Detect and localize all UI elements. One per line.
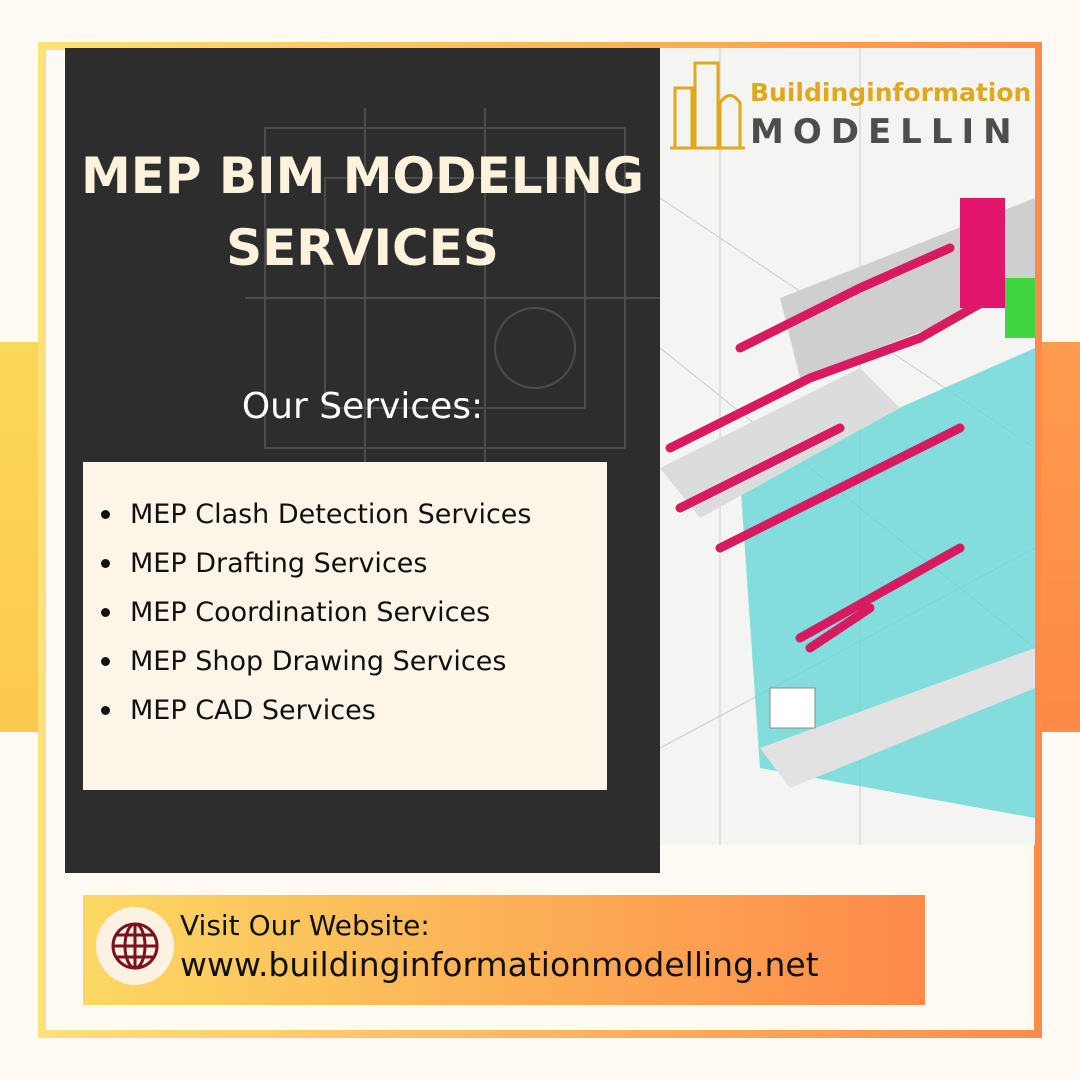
mep-illustration xyxy=(660,48,1035,845)
service-label: MEP Coordination Services xyxy=(130,597,491,628)
title-line-1: MEP BIM MODELING xyxy=(80,147,645,205)
service-label: MEP Clash Detection Services xyxy=(130,499,532,530)
logo-text-top: Buildinginformation xyxy=(750,78,1032,107)
bullet-icon xyxy=(101,510,110,519)
bullet-icon xyxy=(101,657,110,666)
bullet-icon xyxy=(101,608,110,617)
list-item: MEP Clash Detection Services xyxy=(101,490,607,539)
list-item: MEP Drafting Services xyxy=(101,539,607,588)
website-label: Visit Our Website: xyxy=(180,909,430,942)
list-item: MEP Shop Drawing Services xyxy=(101,637,607,686)
globe-icon xyxy=(96,907,174,985)
mep-model-image xyxy=(660,48,1035,845)
website-url-link[interactable]: www.buildinginformationmodelling.net xyxy=(180,945,819,984)
services-heading: Our Services: xyxy=(241,386,484,427)
left-accent-bar xyxy=(0,342,38,732)
bullet-icon xyxy=(101,559,110,568)
service-label: MEP Drafting Services xyxy=(130,548,428,579)
brand-logo: Buildinginformation MODELLIN xyxy=(670,58,1032,153)
blueprint-background xyxy=(245,108,660,498)
building-logo-icon xyxy=(670,61,745,150)
bullet-icon xyxy=(101,706,110,715)
website-banner: Visit Our Website: www.buildinginformati… xyxy=(83,895,925,1005)
service-label: MEP Shop Drawing Services xyxy=(130,646,507,677)
right-accent-bar xyxy=(1042,342,1080,732)
service-label: MEP CAD Services xyxy=(130,695,376,726)
list-item: MEP Coordination Services xyxy=(101,588,607,637)
title-line-2: SERVICES xyxy=(226,219,499,277)
list-item: MEP CAD Services xyxy=(101,686,607,735)
page-title: MEP BIM MODELING SERVICES xyxy=(65,140,660,284)
services-list-box: MEP Clash Detection Services MEP Draftin… xyxy=(83,462,607,790)
logo-text-bottom: MODELLIN xyxy=(750,112,1021,152)
